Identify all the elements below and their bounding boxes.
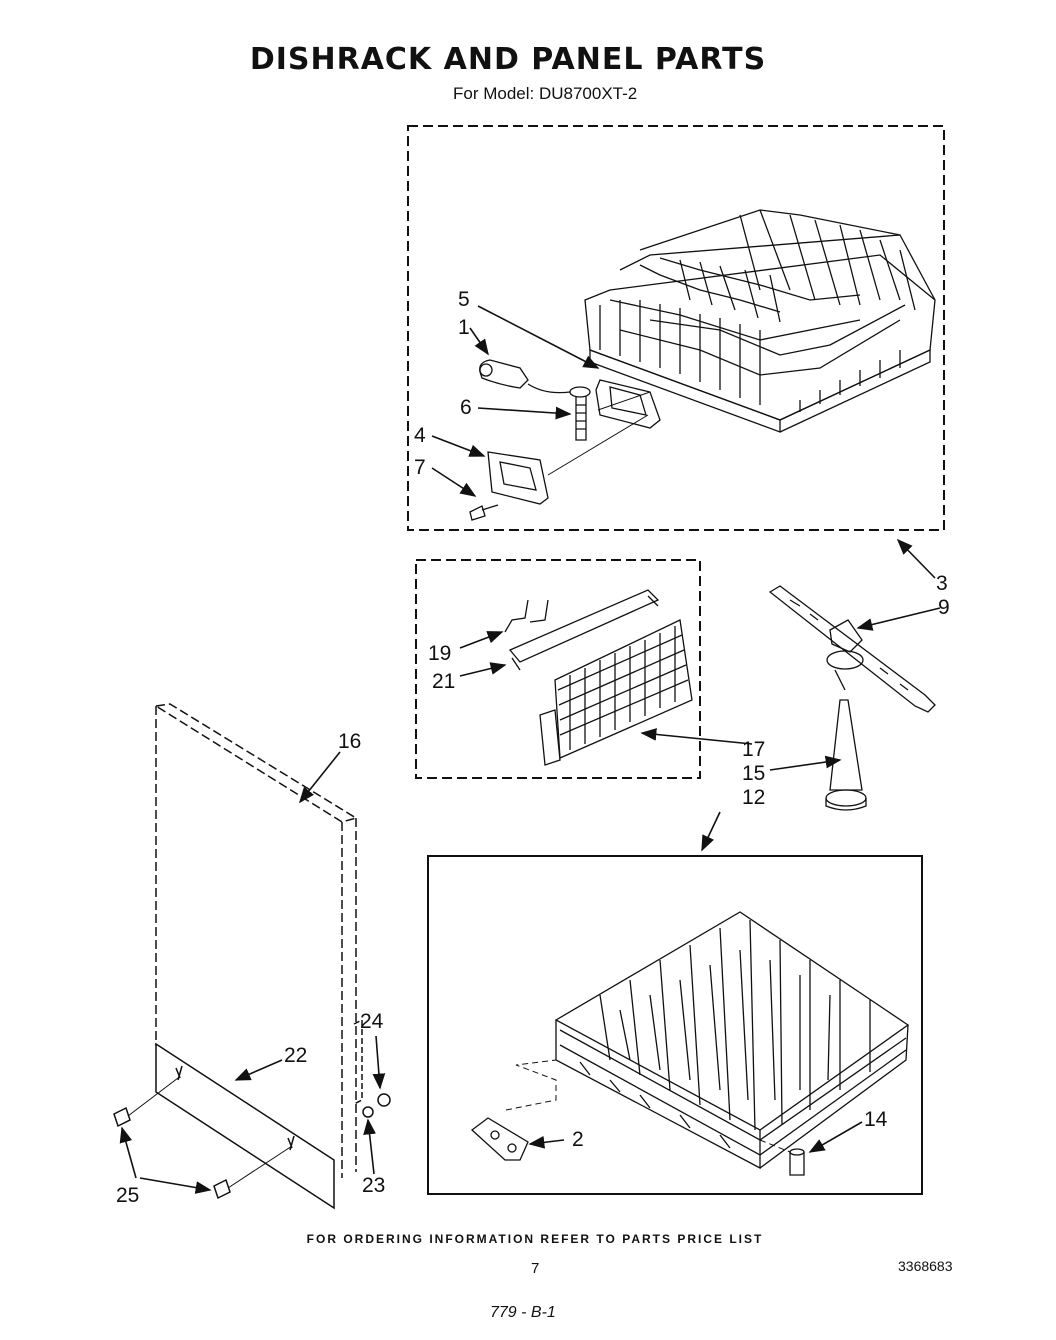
leader-25b [139,1177,212,1194]
callout-7: 7 [414,456,426,479]
callout-23: 23 [362,1174,385,1197]
leader-17 [640,728,753,745]
leader-22 [234,1059,283,1081]
callout-14: 14 [864,1108,888,1131]
filter-parts-drawing [504,589,693,766]
callout-17: 17 [742,738,765,761]
filter-group-box [415,559,701,779]
callout-12: 12 [742,786,765,809]
lower-rack-parts-drawing [470,1059,805,1176]
callout-15: 15 [742,762,765,785]
handwritten-note: 779 - B-1 [490,1304,556,1321]
leader-21 [459,662,507,677]
page-title: DISHRACK AND PANEL PARTS [249,42,767,77]
assembly-line-2 [597,391,651,411]
callout-2: 2 [572,1128,584,1151]
leader-14 [808,1121,863,1153]
callout-9: 9 [938,596,950,619]
leader-6 [477,406,572,420]
callout-5: 5 [458,288,470,311]
page-number: 7 [531,1260,540,1277]
leader-12 [701,811,721,852]
leader-3 [896,538,936,579]
callout-3: 3 [936,572,948,595]
model-subtitle: For Model: DU8700XT-2 [453,84,638,103]
callout-24: 24 [360,1010,384,1033]
leader-19 [459,631,504,649]
assembly-line-1 [547,414,649,476]
rack-stop-parts-drawing [469,359,661,521]
lower-rack-group-box [427,855,923,1195]
leader-1 [469,327,489,356]
callout-19: 19 [428,642,451,665]
callout-16: 16 [338,730,361,753]
upper-dishrack-drawing [584,209,936,433]
callout-4: 4 [414,424,426,447]
document-number: 3368683 [898,1258,953,1274]
callout-25: 25 [116,1184,139,1207]
leader-7 [431,467,477,497]
leader-4 [431,435,486,457]
ordering-footer: FOR ORDERING INFORMATION REFER TO PARTS … [306,1232,764,1246]
leader-25a [119,1126,137,1179]
callout-6: 6 [460,396,472,419]
door-panel-drawing [113,703,391,1210]
callout-22: 22 [284,1044,307,1067]
lower-dishrack-drawing [554,911,910,1170]
upper-rack-group-box [407,125,945,531]
leader-23 [363,1118,376,1175]
leader-16 [299,751,341,804]
leader-15 [769,755,842,771]
leader-9 [856,607,941,631]
leader-24 [372,1035,386,1090]
leader-2 [528,1135,565,1149]
leader-5 [477,305,600,369]
callout-21: 21 [432,670,455,693]
callout-1: 1 [458,316,470,339]
spray-arm-drawing [768,585,936,811]
